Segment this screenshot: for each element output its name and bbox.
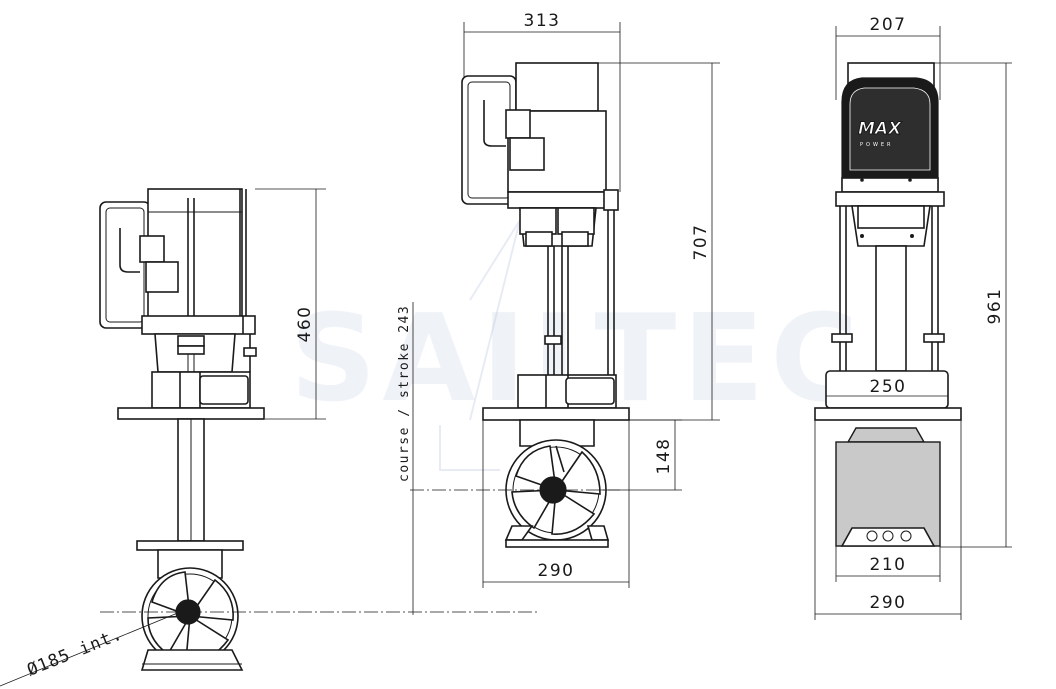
dim-side-diameter: Ø185 int. <box>24 624 125 680</box>
rear-base-plate <box>814 407 962 421</box>
front-flange <box>507 191 609 209</box>
rear-column <box>875 245 907 372</box>
dim-front-thruster: 148 <box>654 438 674 475</box>
dim-front-height: 707 <box>691 224 711 261</box>
dim-front-width: 313 <box>524 11 561 31</box>
dim-side-height: 460 <box>295 306 315 343</box>
front-base-plate <box>482 407 630 421</box>
dim-front-course: course / stroke 243 <box>397 305 412 482</box>
side-control-box <box>99 201 151 329</box>
logo-brand: MAX <box>858 119 902 139</box>
dim-rear-tunnel: 210 <box>870 555 907 575</box>
dim-rear-plate: 250 <box>870 377 907 397</box>
dim-front-base: 290 <box>538 561 575 581</box>
dim-rear-base: 290 <box>870 593 907 613</box>
front-motor-top <box>515 62 599 112</box>
side-lower-flange <box>136 540 244 551</box>
side-base-plate <box>117 407 265 420</box>
logo-sub: POWER <box>860 142 894 148</box>
dim-rear-width: 207 <box>870 15 907 35</box>
side-flange <box>141 315 256 335</box>
front-view: 313 707 course / stroke 243 148 290 <box>397 11 720 615</box>
dim-rear-total-height: 961 <box>985 288 1005 325</box>
rear-view: MAX POWER 207 <box>814 15 1012 620</box>
side-view: 460 Ø185 int. <box>0 188 540 687</box>
